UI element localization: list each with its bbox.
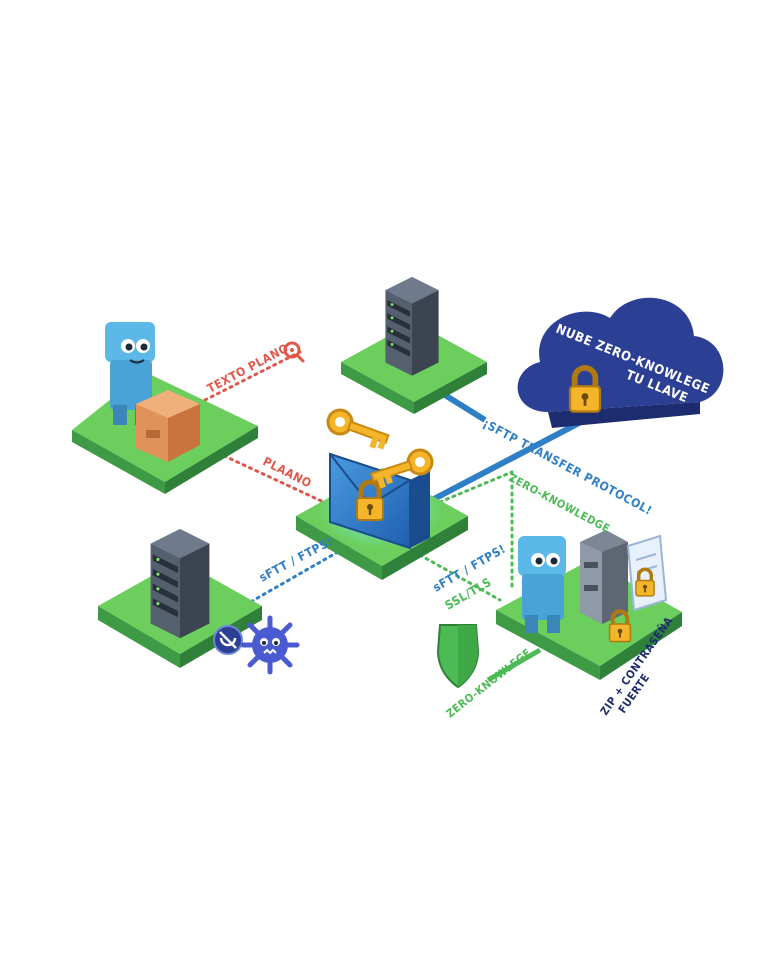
label-texto-plano: TEXTO PLANO xyxy=(205,341,291,396)
key-icon xyxy=(326,408,390,450)
robot-right xyxy=(518,536,566,633)
tile-robot-box xyxy=(72,322,258,494)
tile-top-server xyxy=(341,277,487,414)
zero-knowledge-line-top xyxy=(438,470,514,504)
key-icon-2 xyxy=(369,448,434,489)
filing-cabinet xyxy=(580,530,628,624)
server-icon xyxy=(385,277,439,376)
tile-server-virus xyxy=(98,529,300,675)
cardboard-box xyxy=(136,390,200,462)
ftps-line-right xyxy=(418,553,502,602)
virus-icon xyxy=(240,615,300,675)
sftp-line-cloud xyxy=(430,409,602,503)
zero-knowledge-cloud: NUBE ZERO-KNOWLEGE TU LLAVE xyxy=(517,297,724,428)
server-icon-left xyxy=(150,529,210,639)
ftps-line-left xyxy=(238,543,352,610)
shield-icon xyxy=(436,624,480,689)
shield-line xyxy=(486,647,542,683)
magnifier-icon xyxy=(283,341,305,363)
sftp-line-server xyxy=(438,389,487,423)
tile-robot-cabinet xyxy=(496,530,682,680)
shield-block-icon xyxy=(213,625,243,655)
document-icon xyxy=(626,534,668,612)
connector-lines xyxy=(203,350,602,683)
